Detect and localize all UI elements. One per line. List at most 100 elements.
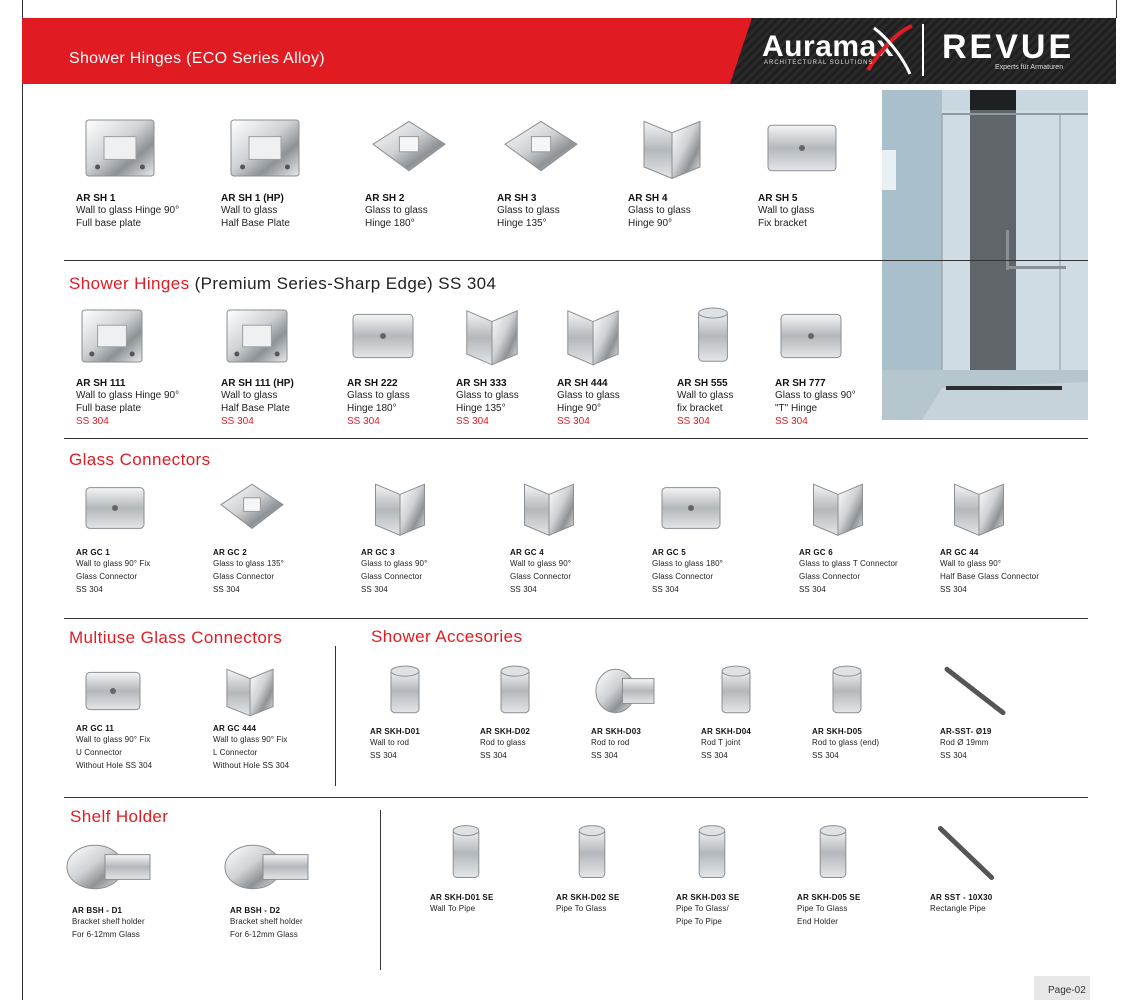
shower-accessory-description-l2: SS 304 [701,751,728,760]
page-left-rule [22,0,23,1000]
glass-connector-product-image [944,474,1014,542]
page-title: Shower Hinges (ECO Series Alloy) [69,50,325,67]
pipe-fitting-description-l1: Pipe To Glass [556,904,607,913]
shower-accessory-code: AR-SST- Ø19 [940,727,992,736]
glass-connector-description-l2: Glass Connector [799,572,861,581]
auramax-swoosh-icon [866,24,913,75]
glass-connector-product-image [514,474,584,542]
eco-hinge-product-image [501,110,581,186]
premium-hinge-description-l3: SS 304 [775,416,808,427]
pipe-fitting-description-l1: Wall To Pipe [430,904,476,913]
multiuse-connector-code: AR GC 444 [213,724,257,733]
shower-accessory-product-image [701,660,771,722]
shower-accessory-description-l1: Wall to rod [370,738,410,747]
shower-accessories-title: Shower Accesories [371,627,523,646]
glass-connector-code: AR GC 44 [940,548,979,557]
glass-connector-description-l1: Glass to glass 90° [361,559,428,568]
glass-connector-product-image [803,474,873,542]
glass-connector-product-image [365,474,435,542]
pipe-fitting-code: AR SKH-D03 SE [676,893,740,902]
eco-hinge-product-image [369,110,449,186]
premium-hinge-product-image [456,300,528,372]
multiuse-connector-description-l2: U Connector [76,748,123,757]
shower-accessory-product-image [812,660,882,722]
glass-connector-product-image [80,474,150,542]
premium-hinge-code: AR SH 333 [456,378,507,389]
shower-accessory-description-l2: SS 304 [812,751,839,760]
premium-hinge-description-l3: SS 304 [456,416,489,427]
glass-connector-description-l3: SS 304 [940,585,967,594]
pipe-fitting-product-image [680,818,744,888]
premium-hinge-description-l1: Wall to glass Hinge 90° [76,390,180,401]
eco-hinge-description-l2: Hinge 90° [628,218,673,229]
shower-accessory-description-l1: Rod T joint [701,738,741,747]
premium-hinge-product-image [557,300,629,372]
divider-accessories [64,797,1088,798]
glass-connector-code: AR GC 3 [361,548,395,557]
eco-hinge-description-l2: Hinge 135° [497,218,547,229]
shelf-holder-description-l2: For 6-12mm Glass [230,930,298,939]
glass-connector-description-l1: Wall to glass 90° [940,559,1002,568]
premium-hinge-code: AR SH 555 [677,378,728,389]
eco-hinge-code: AR SH 4 [628,193,668,204]
multiuse-connectors-title: Multiuse Glass Connectors [69,628,283,647]
eco-hinge-description-l1: Glass to glass [365,205,428,216]
shower-accessory-description-l1: Rod to glass [480,738,526,747]
glass-connectors-title: Glass Connectors [69,450,211,469]
revue-logo: REVUE [942,28,1075,66]
premium-hinge-description-l3: SS 304 [557,416,590,427]
divider-premium [64,438,1088,439]
premium-hinge-description-l2: Hinge 90° [557,403,602,414]
shower-accessory-code: AR SKH-D05 [812,727,863,736]
shelf-holder-title: Shelf Holder [70,807,169,826]
glass-connector-product-image [217,474,287,542]
premium-hinge-product-image [677,300,749,372]
eco-hinge-description-l1: Wall to glass Hinge 90° [76,205,180,216]
auramax-tagline: ARCHITECTURAL SOLUTIONS [764,60,874,66]
premium-hinge-description-l3: SS 304 [221,416,254,427]
glass-connector-code: AR GC 2 [213,548,247,557]
glass-connector-code: AR GC 1 [76,548,110,557]
eco-hinge-code: AR SH 5 [758,193,798,204]
premium-hinge-description-l1: Wall to glass [221,390,278,401]
glass-connector-description-l2: Glass Connector [510,572,572,581]
glass-connector-description-l3: SS 304 [652,585,679,594]
shower-accessory-code: AR SKH-D02 [480,727,531,736]
shower-accessory-code: AR SKH-D01 [370,727,421,736]
glass-connector-description-l2: Glass Connector [361,572,423,581]
page-number-tab [1034,976,1090,1000]
glass-connector-description-l1: Wall to glass 90° [510,559,572,568]
pipe-fitting-code: AR SKH-D02 SE [556,893,620,902]
pipe-fitting-product-image [801,818,865,888]
eco-hinge-code: AR SH 2 [365,193,405,204]
premium-hinge-description-l2: Full base plate [76,403,142,414]
shelf-holder-code: AR BSH - D1 [72,906,123,915]
glass-connector-description-l3: SS 304 [510,585,537,594]
eco-hinge-product-image [225,110,305,186]
premium-hinge-product-image [775,300,847,372]
pipe-fitting-product-image [560,818,624,888]
shower-accessory-product-image [480,660,550,722]
shower-accessory-product-image [940,660,1010,722]
glass-connector-description-l1: Glass to glass 180° [652,559,723,568]
glass-connector-product-image [656,474,726,542]
